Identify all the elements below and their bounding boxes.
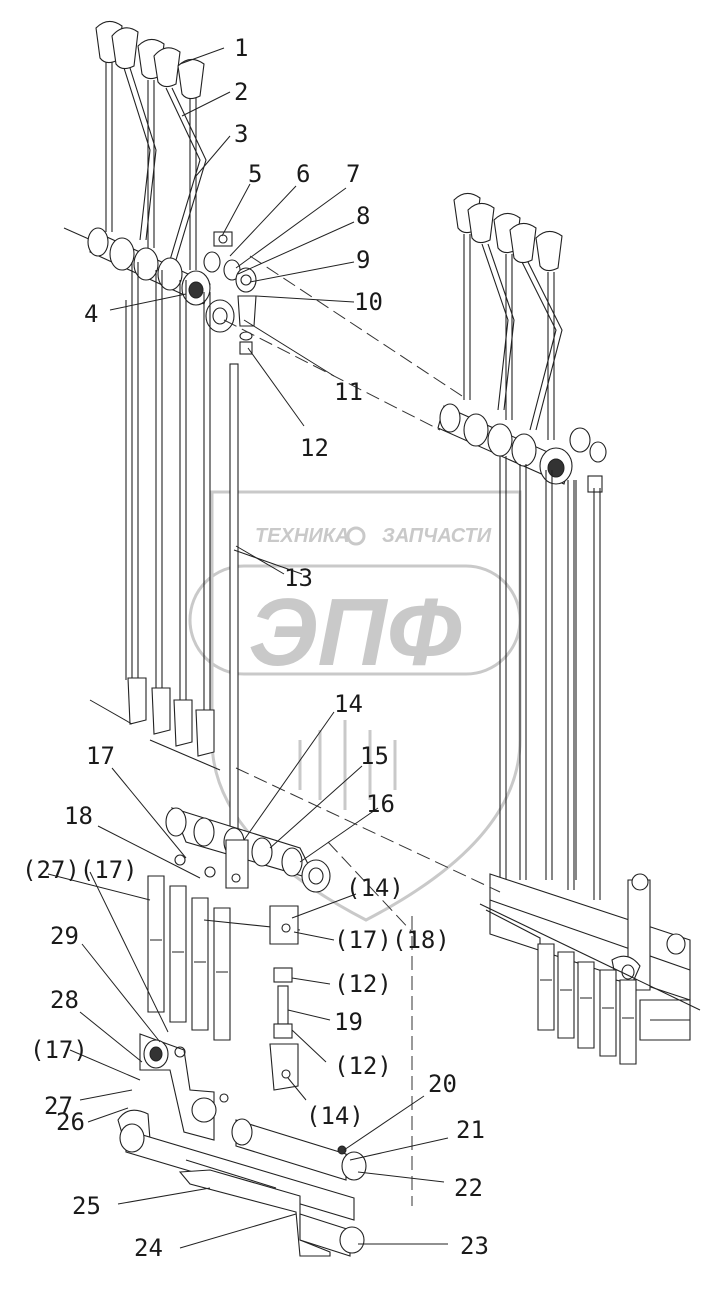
left-lever-assembly bbox=[63, 20, 257, 833]
callout-6: 6 bbox=[296, 160, 310, 188]
callout-18-paren: (18) bbox=[392, 926, 450, 954]
callout-14-paren-b: (14) bbox=[306, 1102, 364, 1130]
pull-rods bbox=[125, 262, 211, 712]
callout-12-paren-b: (12) bbox=[334, 1052, 392, 1080]
callout-15: 15 bbox=[360, 742, 389, 770]
watermark: ТЕХНИКА ЗАПЧАСТИ ЭПФ bbox=[188, 490, 522, 922]
bottom-shaft-assembly bbox=[117, 1033, 367, 1257]
callout-12: 12 bbox=[300, 434, 329, 462]
linkage-fittings bbox=[203, 231, 257, 355]
callout-22: 22 bbox=[454, 1174, 483, 1202]
callout-27-17: (27)(17) bbox=[22, 856, 138, 884]
watermark-text-right: ЗАПЧАСТИ bbox=[382, 525, 492, 547]
callout-18: 18 bbox=[64, 802, 93, 830]
callout-10: 10 bbox=[354, 288, 383, 316]
right-lever-knobs bbox=[453, 192, 563, 272]
callout-29: 29 bbox=[50, 922, 79, 950]
center-bracket bbox=[165, 807, 331, 893]
callout-9: 9 bbox=[356, 246, 370, 274]
right-lever-rods bbox=[463, 234, 563, 440]
right-pull-rods bbox=[499, 456, 601, 900]
right-lever-shaft bbox=[437, 403, 607, 493]
callout-14-paren: (14) bbox=[346, 874, 404, 902]
callout-5: 5 bbox=[248, 160, 262, 188]
gear-icon bbox=[346, 526, 366, 546]
callout-3: 3 bbox=[234, 120, 248, 148]
callout-26: 26 bbox=[56, 1108, 85, 1136]
lever-knobs bbox=[95, 20, 205, 100]
right-lever-assembly bbox=[437, 192, 701, 1065]
callout-1: 1 bbox=[234, 34, 248, 62]
callout-11: 11 bbox=[334, 378, 363, 406]
watermark-shield bbox=[210, 490, 522, 922]
callout-20: 20 bbox=[428, 1070, 457, 1098]
watermark-logo: ЭПФ bbox=[249, 579, 462, 686]
callout-14: 14 bbox=[334, 690, 363, 718]
rod-13 bbox=[229, 363, 239, 833]
callout-17-paren-b: (17) bbox=[30, 1036, 88, 1064]
callout-17-paren: (17) bbox=[334, 926, 392, 954]
callout-24: 24 bbox=[134, 1234, 163, 1262]
callout-2: 2 bbox=[234, 78, 248, 106]
callout-23: 23 bbox=[460, 1232, 489, 1260]
callout-12-paren: (12) bbox=[334, 970, 392, 998]
callout-28: 28 bbox=[50, 986, 79, 1014]
callout-4: 4 bbox=[84, 300, 98, 328]
watermark-text-left: ТЕХНИКА bbox=[255, 525, 349, 547]
right-lower-rods bbox=[537, 943, 637, 1065]
callouts: 1 2 3 4 5 6 7 8 9 10 11 12 13 14 15 16 1… bbox=[22, 34, 489, 1262]
callout-17: 17 bbox=[86, 742, 115, 770]
callout-8: 8 bbox=[356, 202, 370, 230]
callout-25: 25 bbox=[72, 1192, 101, 1220]
right-lower-block bbox=[479, 873, 701, 1041]
rod-clevises bbox=[89, 677, 221, 771]
callout-21: 21 bbox=[456, 1116, 485, 1144]
callout-19: 19 bbox=[334, 1008, 363, 1036]
callout-13: 13 bbox=[284, 564, 313, 592]
callout-16: 16 bbox=[366, 790, 395, 818]
lower-clevis-rods bbox=[147, 875, 301, 1091]
lever-rods bbox=[105, 62, 207, 270]
leader-lines bbox=[47, 47, 449, 1249]
watermark-wheat bbox=[298, 720, 397, 810]
callout-27: 27 bbox=[44, 1092, 73, 1120]
callout-7: 7 bbox=[346, 160, 360, 188]
